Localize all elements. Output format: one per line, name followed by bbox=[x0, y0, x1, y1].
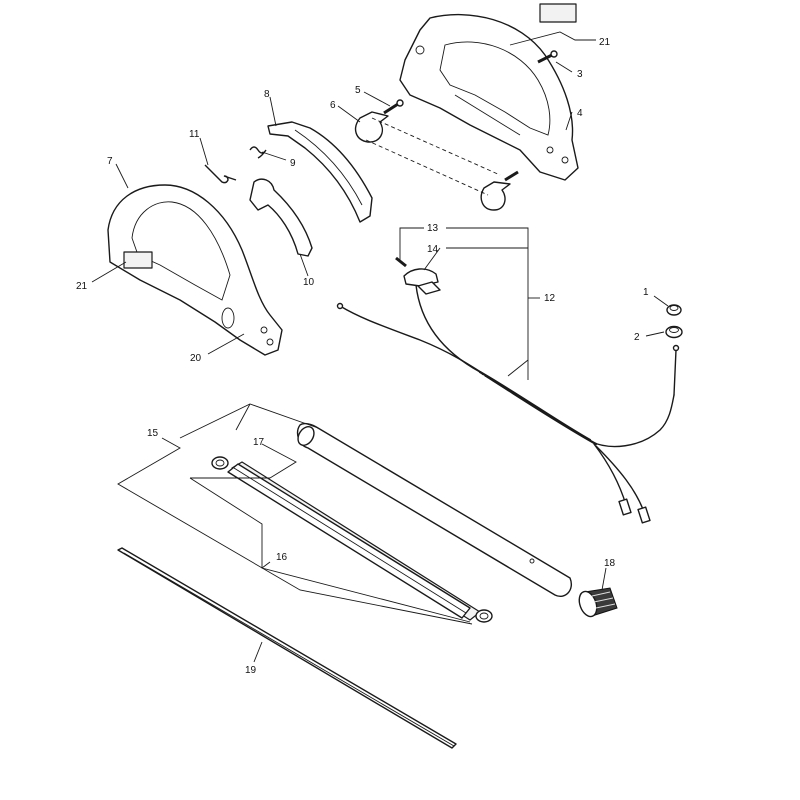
warning-decal bbox=[539, 3, 577, 23]
nut-1 bbox=[666, 304, 682, 316]
callout-16: 16 bbox=[276, 552, 288, 563]
callout-6: 6 bbox=[330, 100, 336, 111]
drive-shaft-19 bbox=[117, 547, 457, 749]
liner-17 bbox=[227, 461, 481, 621]
nut-2 bbox=[665, 325, 683, 339]
snap-ring-lower bbox=[475, 609, 493, 623]
lever-8 bbox=[267, 121, 373, 223]
callout-12: 12 bbox=[544, 293, 556, 304]
callout-3: 3 bbox=[577, 69, 583, 80]
screw-3 bbox=[537, 50, 558, 64]
throttle-cable-assembly bbox=[336, 256, 680, 524]
callout-15: 15 bbox=[147, 428, 159, 439]
spring-9 bbox=[249, 146, 267, 159]
spring-11 bbox=[204, 164, 237, 184]
callout-14: 14 bbox=[427, 244, 439, 255]
callout-10: 10 bbox=[303, 277, 315, 288]
callout-labels: 1 2 3 4 5 6 7 8 9 10 11 12 13 14 15 16 1… bbox=[76, 37, 649, 676]
callout-5: 5 bbox=[355, 85, 361, 96]
callout-21-top: 21 bbox=[599, 37, 611, 48]
callout-17: 17 bbox=[253, 437, 265, 448]
coupling-18 bbox=[578, 587, 618, 618]
snap-ring-upper bbox=[211, 456, 229, 470]
clamp-6-lower bbox=[480, 170, 519, 211]
callout-9: 9 bbox=[290, 158, 296, 169]
callout-18: 18 bbox=[604, 558, 616, 569]
left-decal bbox=[123, 251, 153, 269]
callout-13: 13 bbox=[427, 223, 439, 234]
handle-half-right bbox=[399, 3, 579, 181]
leader-lines bbox=[91, 31, 669, 663]
outer-tube-15 bbox=[296, 422, 572, 597]
callout-20: 20 bbox=[190, 353, 202, 364]
trigger-10 bbox=[249, 178, 313, 257]
callout-2: 2 bbox=[634, 332, 640, 343]
callout-19: 19 bbox=[245, 665, 257, 676]
screw-5 bbox=[383, 99, 404, 115]
callout-8: 8 bbox=[264, 89, 270, 100]
callout-21-left: 21 bbox=[76, 281, 88, 292]
callout-11: 11 bbox=[189, 129, 200, 140]
clamp-6-upper bbox=[354, 111, 389, 143]
callout-4: 4 bbox=[577, 108, 583, 119]
callout-1: 1 bbox=[643, 287, 649, 298]
handle-half-left bbox=[107, 184, 283, 356]
callout-7: 7 bbox=[107, 156, 113, 167]
